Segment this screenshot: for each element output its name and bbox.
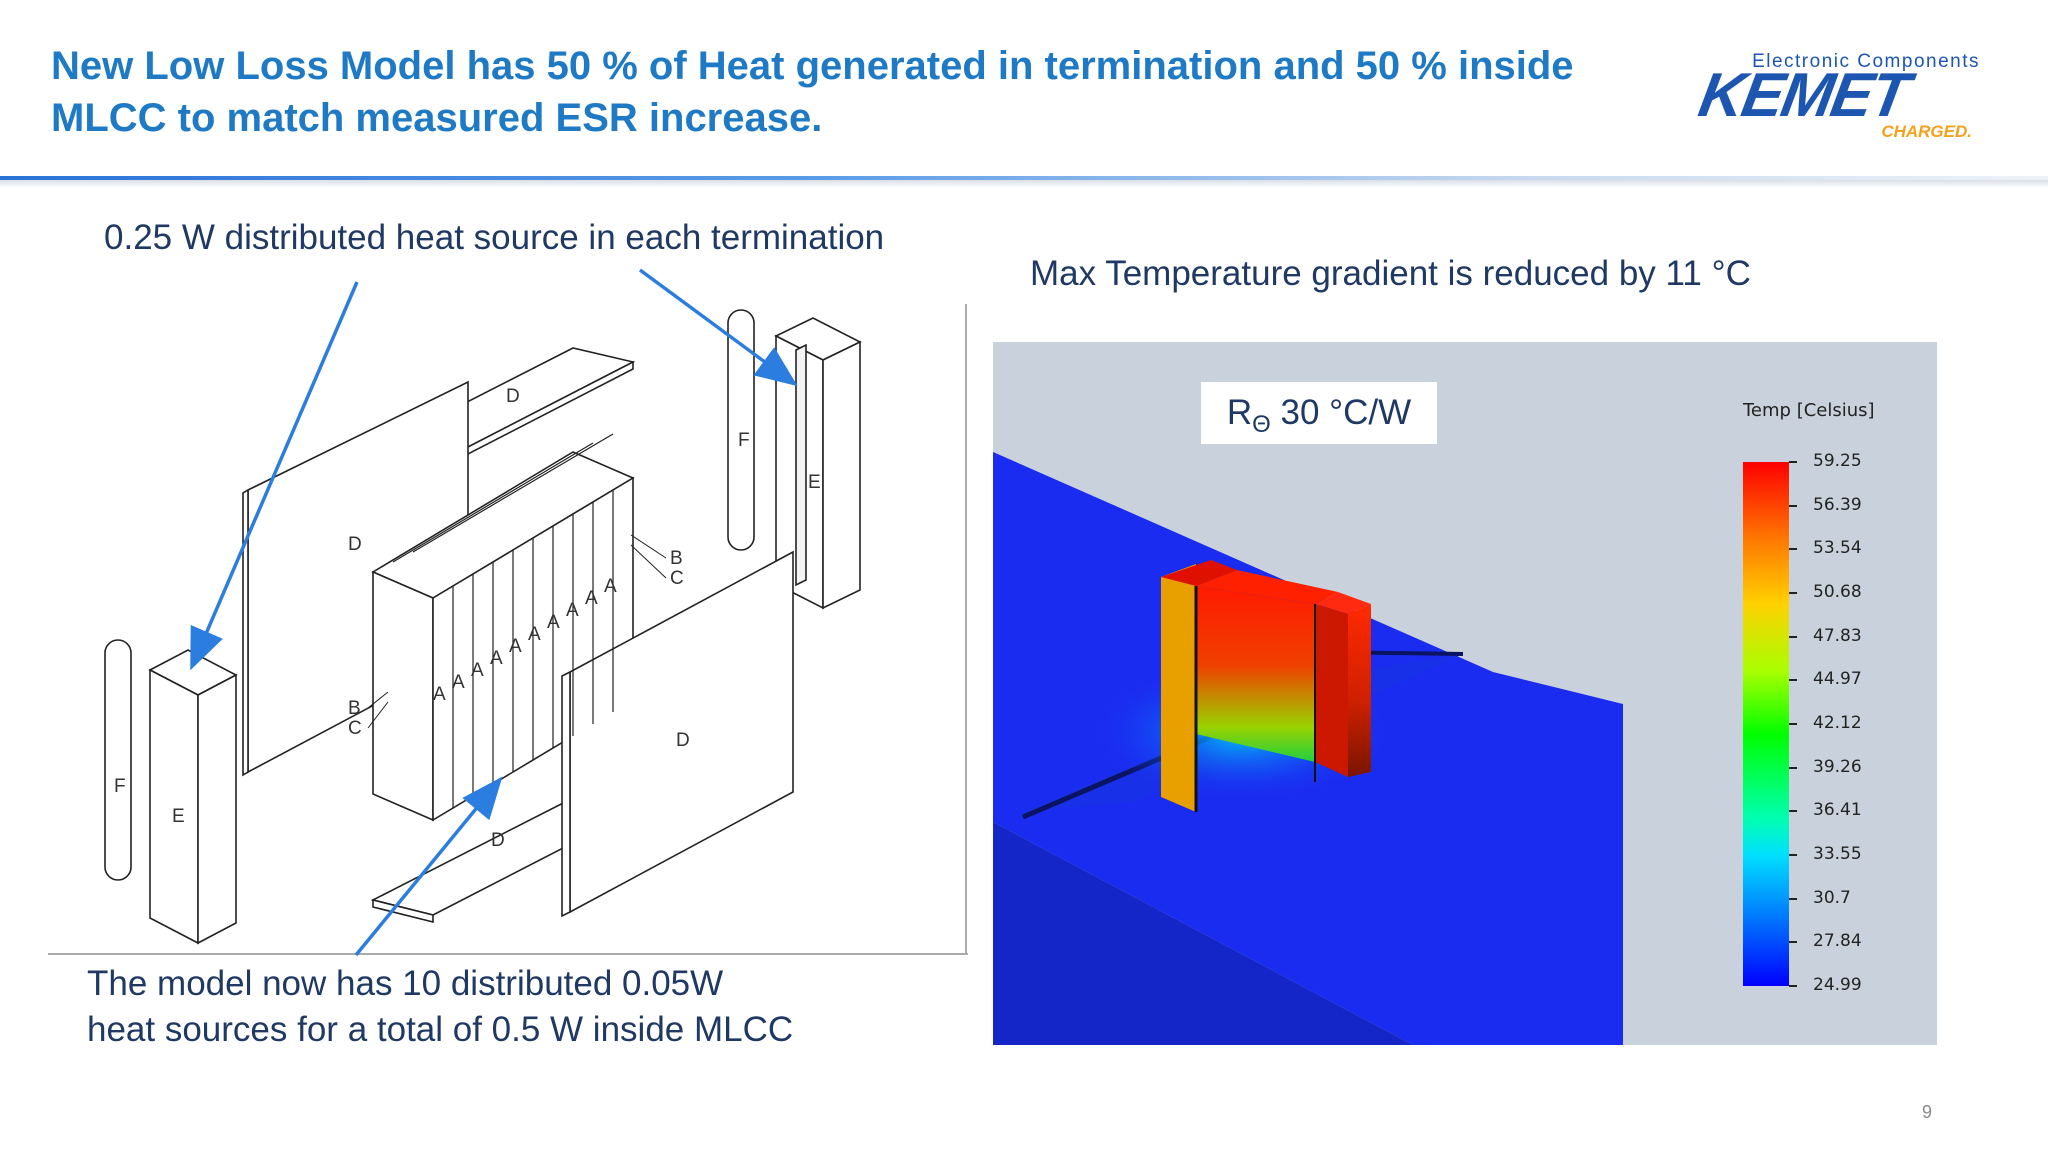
legend-tick-mark xyxy=(1789,548,1797,551)
legend-tick-label: 47.83 xyxy=(1813,625,1862,646)
legend-tick-label: 24.99 xyxy=(1813,975,1862,995)
legend-tick-mark xyxy=(1789,854,1797,856)
label-a-2: A xyxy=(452,672,465,693)
slide-title: New Low Loss Model has 50 % of Heat gene… xyxy=(51,44,1574,140)
label-b-left: B xyxy=(348,698,361,719)
legend-tick-mark xyxy=(1789,941,1797,944)
capacitor-termination-right xyxy=(1348,604,1371,777)
legend-tick-mark xyxy=(1789,679,1797,682)
label-d-bottom: D xyxy=(491,830,505,851)
label-a-6: A xyxy=(528,624,541,645)
label-b-right: B xyxy=(670,548,683,569)
label-a-8: A xyxy=(566,600,579,621)
legend-tick-mark xyxy=(1789,723,1797,725)
logo-slogan: CHARGED. xyxy=(1881,122,1972,141)
legend-tick-label: 56.39 xyxy=(1813,494,1862,515)
label-a-7: A xyxy=(547,612,560,633)
mlcc-diagram-svg: D D D D E E F F B C B C A A A A A A A A … xyxy=(48,304,968,955)
kemet-logo: Electronic Components KEMET CHARGED. xyxy=(1690,48,2000,148)
label-e-right: E xyxy=(808,472,821,493)
simulation-render xyxy=(993,452,1623,1045)
legend-tick-label: 44.97 xyxy=(1813,669,1862,690)
strip-f-right xyxy=(727,309,755,551)
label-d-back: D xyxy=(348,534,362,555)
legend-tick-label: 42.12 xyxy=(1813,713,1862,733)
capacitor-termination-left xyxy=(1161,564,1196,812)
legend-tick-mark xyxy=(1789,461,1797,463)
capacitor-body xyxy=(1196,586,1315,762)
page-number: 9 xyxy=(1922,1102,1933,1122)
legend-tick-mark xyxy=(1789,985,1797,987)
legend-tick-mark xyxy=(1789,810,1797,813)
label-e-left: E xyxy=(172,806,185,827)
header-divider xyxy=(0,176,2048,180)
label-c-right: C xyxy=(670,568,684,589)
legend-tick-mark xyxy=(1789,592,1797,594)
legend-tick-label: 30.7 xyxy=(1813,887,1851,908)
label-f-right: F xyxy=(738,430,750,451)
arrow-to-left-termination xyxy=(190,281,359,671)
legend-tick-label: 27.84 xyxy=(1813,931,1862,952)
legend-title: Temp [Celsius] xyxy=(1743,400,1875,421)
model-callout-line1: The model now has 10 distributed 0.05W xyxy=(87,964,724,1003)
legend-tick-label: 59.25 xyxy=(1813,451,1862,471)
label-a-4: A xyxy=(490,648,503,669)
thermal-simulation-panel: RΘ 30 °C/W Temp [Celsius] 59.25 56.39 53.5… xyxy=(993,342,1937,1045)
label-a-1: A xyxy=(433,684,446,705)
legend-tick-label: 50.68 xyxy=(1813,582,1862,602)
legend-tick-label: 36.41 xyxy=(1813,800,1862,821)
logo-tagline: Electronic Components xyxy=(1752,51,1980,72)
label-a-3: A xyxy=(471,660,484,681)
label-a-10: A xyxy=(604,576,617,597)
label-a-5: A xyxy=(509,636,522,657)
arrow-to-layer-stack xyxy=(354,776,503,957)
strip-f-left xyxy=(104,639,132,881)
temperature-colorbar xyxy=(1743,462,1789,986)
legend-tick-mark xyxy=(1789,897,1797,900)
legend-tick-mark xyxy=(1789,504,1797,507)
termination-heat-callout: 0.25 W distributed heat source in each t… xyxy=(104,218,885,257)
legend-tick-label: 33.55 xyxy=(1813,844,1862,864)
label-d-front: D xyxy=(676,730,690,751)
legend-tick-label: 39.26 xyxy=(1813,756,1862,777)
header-divider-shadow xyxy=(0,180,2048,188)
label-c-left: C xyxy=(348,718,362,739)
gradient-note: Max Temperature gradient is reduced by 1… xyxy=(1030,254,1751,293)
label-d-top: D xyxy=(506,386,520,407)
arrow-to-right-termination xyxy=(638,268,798,387)
label-f-left: F xyxy=(114,776,126,797)
thermal-resistance-badge: RΘ 30 °C/W xyxy=(1201,382,1437,444)
label-a-9: A xyxy=(585,588,598,609)
legend-tick-mark xyxy=(1789,766,1797,769)
legend-tick-mark xyxy=(1789,635,1797,638)
model-callout-line2: heat sources for a total of 0.5 W inside… xyxy=(87,1010,794,1049)
legend-tick-label: 53.54 xyxy=(1813,538,1862,559)
mlcc-exploded-diagram: D D D D E E F F B C B C A A A A A A A A … xyxy=(48,300,972,960)
